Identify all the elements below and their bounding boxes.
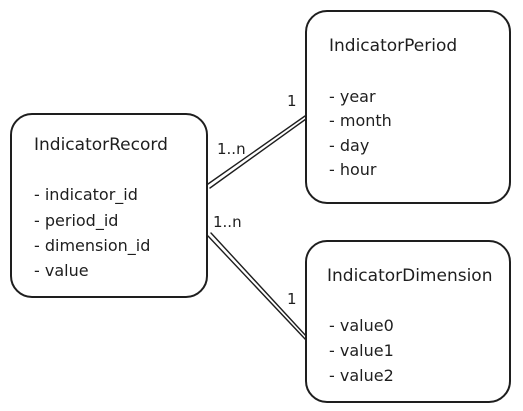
entity-indicator-period[interactable]: IndicatorPeriod - year - month - day - h… xyxy=(305,10,511,204)
entity-field: - value2 xyxy=(329,366,394,385)
cardinality-record-dimension-one: 1 xyxy=(287,290,297,308)
entity-title: IndicatorPeriod xyxy=(329,36,458,56)
entity-field: - value1 xyxy=(329,341,394,360)
cardinality-record-period-many: 1..n xyxy=(217,140,246,158)
entity-field: - dimension_id xyxy=(34,236,151,255)
entity-field: - indicator_id xyxy=(34,185,138,204)
entity-field: - value0 xyxy=(329,316,394,335)
relation-line-record-period xyxy=(207,115,307,189)
relation-line-record-dimension xyxy=(207,232,308,341)
cardinality-record-dimension-many: 1..n xyxy=(213,213,242,231)
entity-field: - day xyxy=(329,136,370,155)
entity-field: - value xyxy=(34,261,89,280)
cardinality-record-period-one: 1 xyxy=(287,92,297,110)
entity-field: - period_id xyxy=(34,211,119,230)
entity-field: - hour xyxy=(329,160,377,179)
entity-field: - year xyxy=(329,87,376,106)
entity-title: IndicatorDimension xyxy=(327,266,493,286)
entity-title: IndicatorRecord xyxy=(34,135,168,155)
entity-indicator-record[interactable]: IndicatorRecord - indicator_id - period_… xyxy=(10,113,208,298)
entity-field: - month xyxy=(329,111,392,130)
entity-indicator-dimension[interactable]: IndicatorDimension - value0 - value1 - v… xyxy=(305,240,511,403)
